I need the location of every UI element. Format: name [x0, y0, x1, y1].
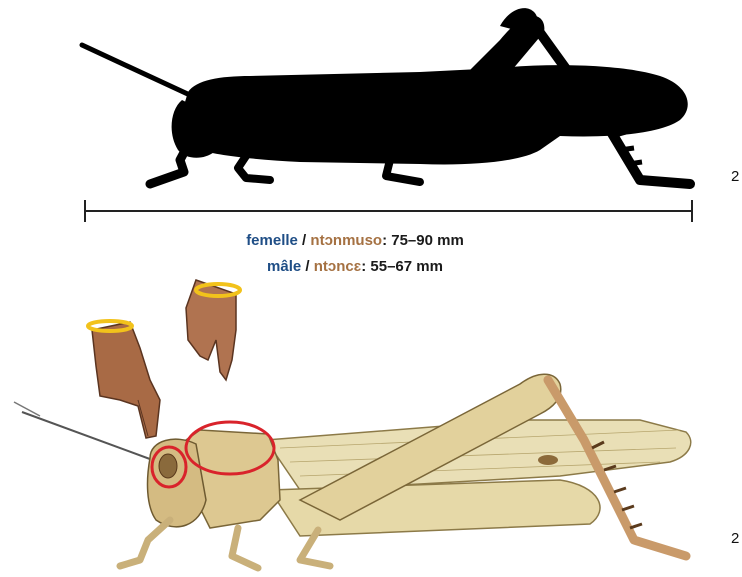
- side-label-bottom: 2: [731, 530, 739, 547]
- mid-leg: [232, 528, 258, 568]
- antenna: [22, 412, 158, 462]
- eye: [159, 454, 177, 478]
- front-leg: [120, 520, 170, 566]
- two-fingers-icon: [186, 280, 240, 380]
- pointing-finger-icon: [88, 321, 160, 438]
- wing-spot: [538, 455, 558, 465]
